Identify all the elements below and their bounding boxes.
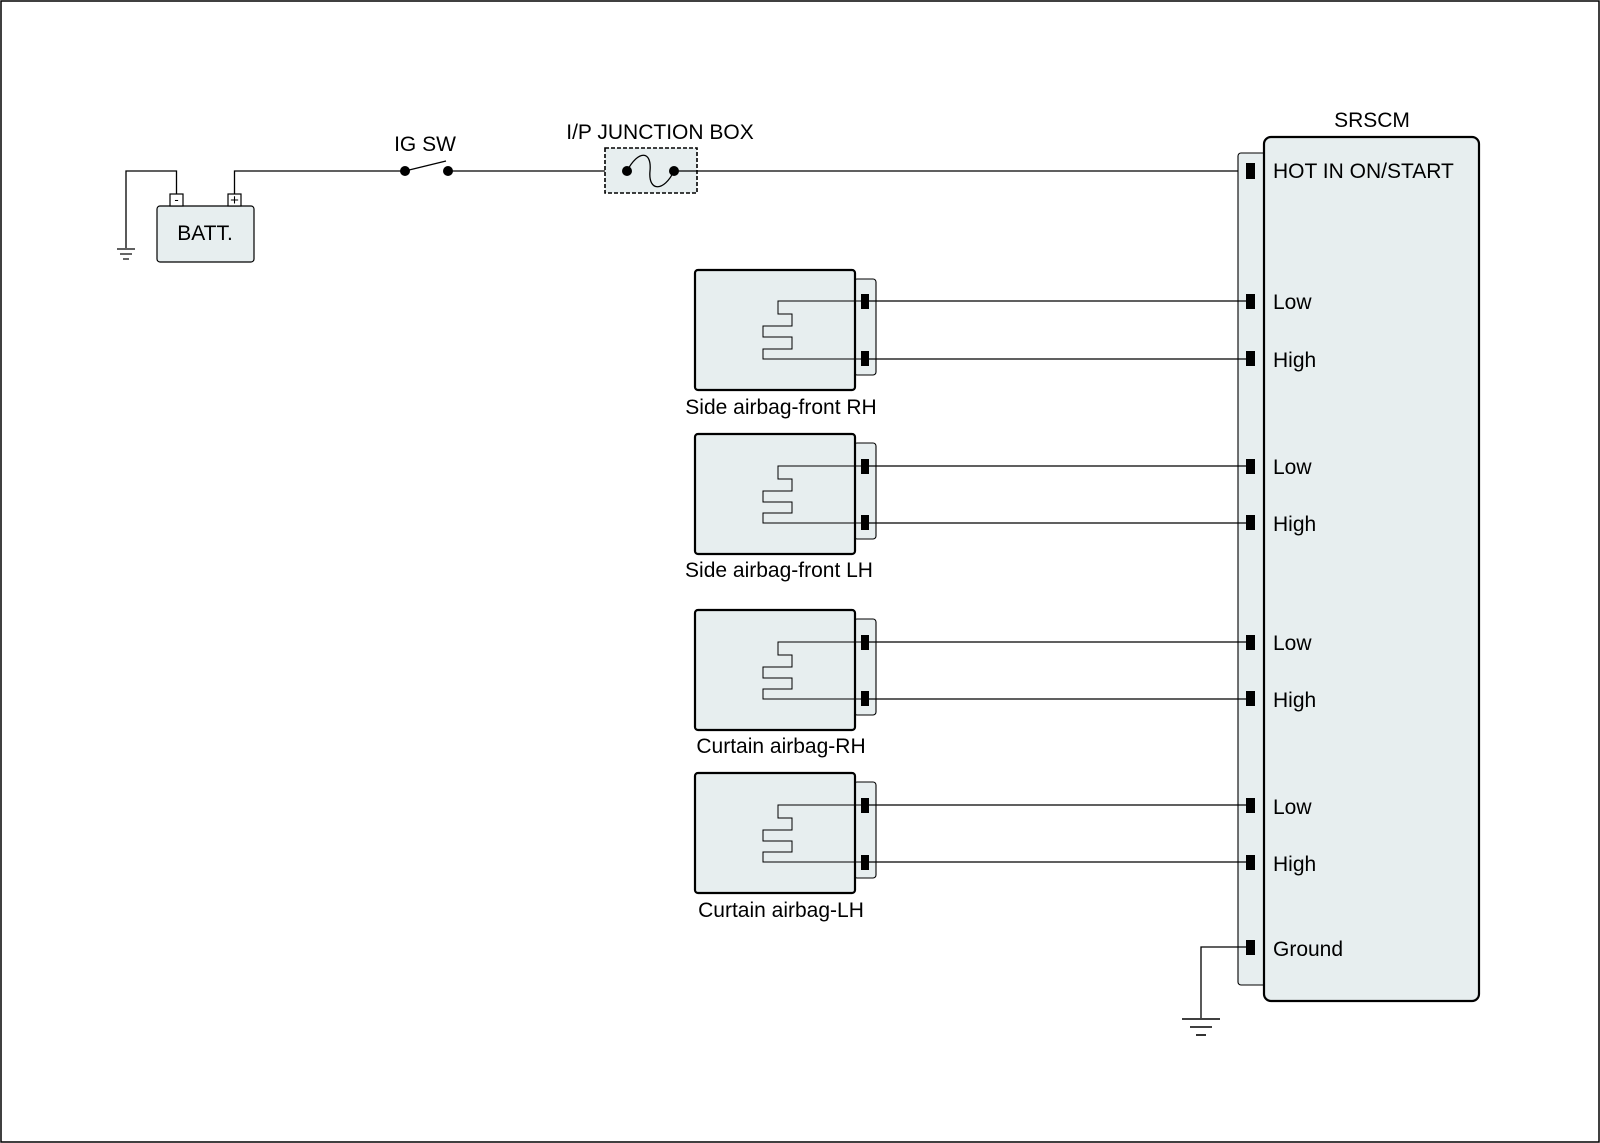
srscm-pin-high-label: High [1273, 853, 1316, 876]
srscm-pin-high [1246, 855, 1255, 870]
airbag-pin-high [861, 691, 869, 706]
battery-positive-wire [233, 170, 404, 194]
squib-icon [762, 641, 863, 700]
srscm-pin-low [1246, 294, 1255, 309]
srscm-pin-low-label: Low [1273, 632, 1312, 655]
airbag-pin-high [861, 351, 869, 366]
ground-wire [1200, 946, 1250, 1018]
srscm-pin-high [1246, 691, 1255, 706]
srscm-title: SRSCM [1334, 109, 1410, 132]
airbag-pin-high [861, 515, 869, 530]
srscm-pin-high-label: High [1273, 689, 1316, 712]
srscm-pin-low [1246, 798, 1255, 813]
squib-icon [762, 804, 863, 863]
battery: BATT. - + [156, 192, 255, 263]
srscm-pin-ground-label: Ground [1273, 938, 1343, 961]
battery-negative-symbol: - [174, 192, 178, 207]
battery-positive-symbol: + [230, 192, 239, 209]
airbag-label: Side airbag-front LH [685, 559, 873, 582]
airbag-pin-low [861, 798, 869, 813]
airbag-curtain-lh: Curtain airbag-LH [693, 771, 877, 922]
srscm-pin-ground [1246, 940, 1255, 955]
squib-icon [762, 465, 863, 524]
fuse-icon [626, 154, 675, 188]
airbag-pin-high [861, 855, 869, 870]
ignition-switch-label: IG SW [394, 133, 456, 156]
srscm-pin-low-label: Low [1273, 796, 1312, 819]
airbag-pin-low [861, 459, 869, 474]
srscm-pin-low-label: Low [1273, 291, 1312, 314]
airbag-body [693, 608, 857, 732]
airbag-label: Curtain airbag-LH [698, 899, 864, 922]
airbag-curtain-rh: Curtain airbag-RH [693, 608, 877, 758]
srscm-pin-low [1246, 635, 1255, 650]
junction-box-label: I/P JUNCTION BOX [566, 121, 753, 144]
srscm-pin-low [1246, 459, 1255, 474]
airbag-label: Curtain airbag-RH [696, 735, 865, 758]
airbag-pin-low [861, 294, 869, 309]
battery-body [156, 205, 255, 263]
airbag-body [693, 268, 857, 392]
battery-ground-icon [117, 248, 135, 260]
srscm-pin-high-label: High [1273, 513, 1316, 536]
squib-icon [762, 300, 863, 360]
airbag-side-front-lh: Side airbag-front LH [685, 432, 877, 582]
srscm-pin-high [1246, 515, 1255, 530]
srscm-pin-high-label: High [1273, 349, 1316, 372]
srscm-pin-high [1246, 351, 1255, 366]
airbag-side-front-rh: Side airbag-front RH [685, 268, 877, 419]
battery-label: BATT. [177, 222, 233, 245]
srscm-body [1262, 135, 1481, 1003]
airbag-pin-low [861, 635, 869, 650]
srscm-pin-hot [1246, 163, 1255, 179]
chassis-ground-icon [1182, 1018, 1220, 1036]
ignition-switch-icon [400, 160, 453, 176]
airbag-body [693, 432, 857, 556]
srscm-pin-hot-label: HOT IN ON/START [1273, 160, 1454, 183]
airbag-label: Side airbag-front RH [685, 396, 876, 419]
battery-negative-wire [125, 170, 178, 248]
srscm-pin-low-label: Low [1273, 456, 1312, 479]
airbag-body [693, 771, 857, 895]
